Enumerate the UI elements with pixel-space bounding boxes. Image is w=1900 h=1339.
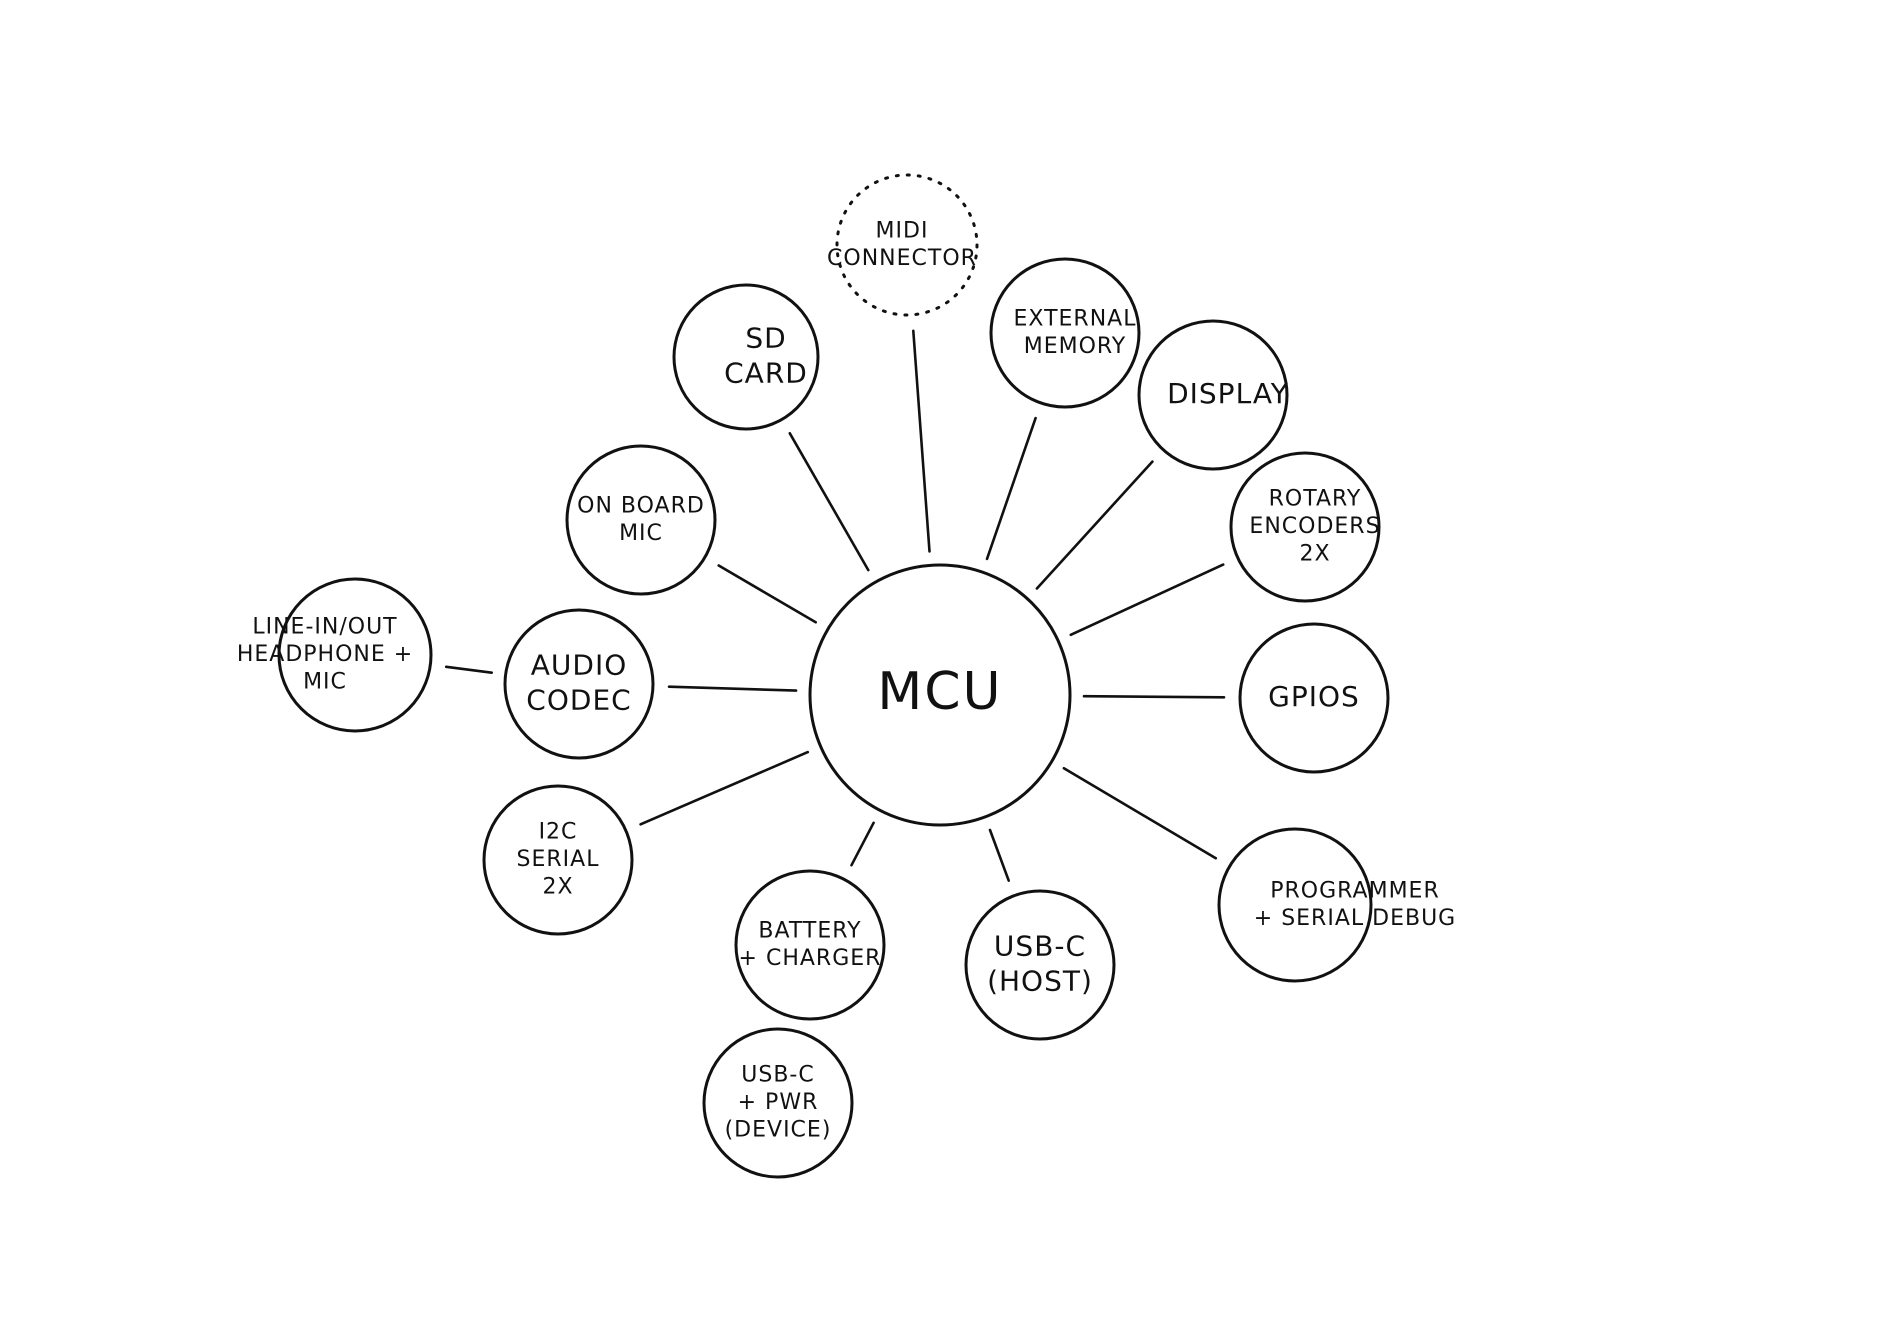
node-label-line: USB-C xyxy=(741,1063,814,1088)
connections xyxy=(444,329,1226,882)
node-label-line: (HOST) xyxy=(987,965,1093,998)
connector-line-mcu-usb-c-host xyxy=(988,828,1011,882)
node-label-line: SERIAL xyxy=(517,847,600,872)
node-label-usb-c-device: USB-C+ PWR (DEVICE) xyxy=(725,1063,832,1143)
node-label-line: HEADPHONE + xyxy=(237,642,413,667)
node-circle-sd-card xyxy=(672,283,820,431)
node-label-line: DISPLAY xyxy=(1167,377,1289,410)
connector-line-mcu-gpios xyxy=(1082,694,1226,699)
node-label-line: + CHARGER xyxy=(739,946,882,971)
node-onboard-mic: ON BOARD MIC xyxy=(565,444,717,596)
node-label-display: DISPLAY xyxy=(1167,377,1289,410)
connector-line-audio-codec-line-in-out xyxy=(444,665,494,675)
node-label-line: ENCODERS xyxy=(1249,514,1380,539)
node-label-mcu: MCU xyxy=(877,662,1002,722)
node-label-external-memory: EXTERNAL MEMORY xyxy=(1014,306,1137,359)
node-label-line: I2C xyxy=(539,820,578,845)
node-circle-midi-connector xyxy=(835,173,979,317)
connector-line-mcu-audio-codec xyxy=(667,685,798,692)
node-circle-onboard-mic xyxy=(565,444,717,596)
node-label-line: ROTARY xyxy=(1269,487,1362,512)
node-circle-usb-c-host xyxy=(964,889,1116,1041)
node-label-line: MEMORY xyxy=(1024,334,1127,359)
node-circle-mcu xyxy=(808,563,1072,827)
node-label-line: CONNECTOR xyxy=(827,246,977,271)
node-label-line: GPIOS xyxy=(1268,680,1360,713)
node-circle-battery-charger xyxy=(734,869,886,1021)
connector-line-mcu-sd-card xyxy=(788,431,870,572)
node-circle-rotary-encoders xyxy=(1229,451,1381,603)
node-midi-connector: MIDI CONNECTOR xyxy=(827,173,979,317)
node-label-line: ON BOARD xyxy=(577,493,705,518)
connector-line-mcu-midi-connector xyxy=(911,329,931,553)
node-circle-line-in-out xyxy=(277,577,433,733)
node-label-midi-connector: MIDI CONNECTOR xyxy=(827,218,977,270)
node-label-onboard-mic: ON BOARD MIC xyxy=(577,493,705,546)
node-label-line: SD xyxy=(745,322,786,355)
node-label-line: (DEVICE) xyxy=(725,1118,832,1143)
node-external-memory: EXTERNAL MEMORY xyxy=(989,257,1141,409)
node-label-line: 2x xyxy=(542,875,573,900)
connector-line-mcu-i2c-serial xyxy=(639,750,810,826)
node-label-battery-charger: BATTERY + CHARGER xyxy=(739,918,882,971)
node-label-line: MIC xyxy=(619,521,663,546)
connector-line-mcu-display xyxy=(1035,460,1154,590)
connector-line-mcu-rotary-encoders xyxy=(1069,563,1225,637)
node-usb-c-host: USB-C(HOST) xyxy=(964,889,1116,1041)
node-label-line: + SERIAL DEBUG xyxy=(1254,906,1456,931)
node-label-line: MIC xyxy=(303,670,347,695)
node-label-programmer: PROGRAMMER + SERIAL DEBUG xyxy=(1254,878,1456,931)
node-label-line: + PWR xyxy=(738,1090,819,1115)
node-label-gpios: GPIOS xyxy=(1268,680,1360,713)
node-label-usb-c-host: USB-C(HOST) xyxy=(987,930,1093,998)
node-circle-gpios xyxy=(1238,622,1390,774)
node-label-line: AUDIO xyxy=(531,649,628,682)
node-circle-i2c-serial xyxy=(482,784,634,936)
node-label-line: MCU xyxy=(877,662,1002,722)
node-label-line: 2x xyxy=(1299,542,1330,567)
node-display: DISPLAY xyxy=(1137,319,1289,471)
node-battery-charger: BATTERY + CHARGER xyxy=(734,869,886,1021)
node-programmer: PROGRAMMER + SERIAL DEBUG xyxy=(1217,827,1456,983)
node-label-line: LINE-IN/OUT xyxy=(252,615,397,640)
connector-line-mcu-onboard-mic xyxy=(717,564,818,624)
node-label-line: PROGRAMMER xyxy=(1270,878,1440,903)
connector-line-mcu-external-memory xyxy=(985,416,1037,561)
node-mcu: MCU xyxy=(808,563,1072,827)
connector-line-mcu-programmer xyxy=(1062,766,1218,860)
node-circle-display xyxy=(1137,319,1289,471)
node-label-line: USB-C xyxy=(994,930,1086,963)
node-label-line: CARD xyxy=(724,357,808,390)
node-label-line: CODEC xyxy=(526,684,631,717)
node-label-line: MIDI xyxy=(876,218,929,243)
node-label-line: BATTERY xyxy=(758,918,861,943)
node-circle-external-memory xyxy=(989,257,1141,409)
node-label-line: EXTERNAL xyxy=(1014,306,1137,331)
connector-line-mcu-battery-charger xyxy=(850,821,875,867)
node-circle-usb-c-device xyxy=(702,1027,854,1179)
node-circle-programmer xyxy=(1217,827,1373,983)
node-usb-c-device: USB-C+ PWR (DEVICE) xyxy=(702,1027,854,1179)
node-gpios: GPIOS xyxy=(1238,622,1390,774)
node-circle-audio-codec xyxy=(503,608,655,760)
